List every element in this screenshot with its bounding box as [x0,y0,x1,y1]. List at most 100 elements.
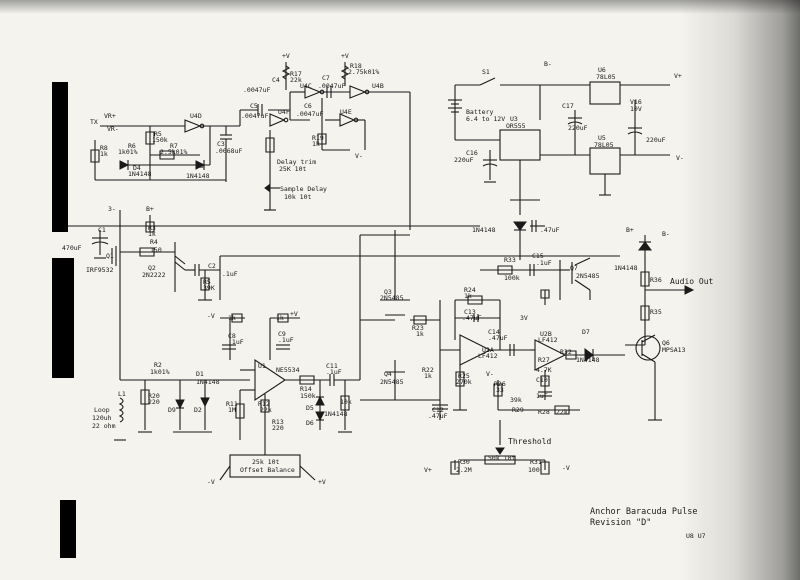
label-c8v: .1uF [228,338,244,346]
label-r18: R18 [350,62,362,70]
label-r14: R14 [300,385,312,393]
label-q3: Q3 [384,288,392,296]
label-d3v: 1N4148 [186,172,210,180]
output-stage [480,235,695,421]
label-vminus-u2: V- [486,370,494,378]
label-r4v: 150 [150,246,162,254]
label-r3: R3 [148,224,156,232]
label-battery: Battery [466,108,493,116]
label-c3: C3 [217,140,225,148]
label-r13: R13 [272,418,284,426]
label-c8: C8 [228,332,236,340]
label-c17v: 220uF [568,124,588,132]
label-r29v: 39k [510,396,522,404]
label-r12: R12 [258,400,270,408]
label-r29: R29 [512,406,524,414]
schematic-labels: VR+ TX VR- U4D C3 .0068uF C4 .0047uF C5 … [62,60,714,540]
label-r22v: 1k [424,372,432,380]
label-r5: R5 [154,130,162,138]
label-r13v: 220 [272,424,284,432]
label-v16v: 10V [630,105,642,113]
label-c12: C12 [432,406,444,414]
label-c14v: .47uF [488,334,508,342]
label-r6: R6 [128,142,136,150]
label-vminus-ps: V- [676,154,684,162]
delay-chain: +V +V [90,52,411,230]
label-r26v: 33 [496,386,504,394]
label-sample-delay-val: 10k 10t [284,193,311,201]
label-c18v: 220uF [646,136,666,144]
power-supply [448,77,670,260]
label-q1v: IRF9532 [86,266,113,274]
label-offset-pot: 25k 10t [252,458,279,466]
label-c5: C5 [250,102,258,110]
label-r33: R33 [504,256,516,264]
label-r24v: 1k [464,292,472,300]
label-u6v: 78L05 [596,73,616,81]
label-q4v: 2N5485 [380,378,404,386]
label-d6: D6 [306,419,314,427]
label-audio-out: Audio Out [670,277,714,286]
label-u5: U5 [598,134,606,142]
label-q3v: 2N5485 [380,294,404,302]
label-u3v: OR555 [506,122,526,130]
label-r33v: 100k [504,274,520,282]
label-c11: C11 [326,362,338,370]
label-r26: R26 [494,380,506,388]
label-r12v: 22k [260,406,272,414]
label-r15v: 10k [340,398,352,406]
label-c1v: 470uF [62,244,82,252]
driver-stage [60,210,620,380]
label-q2: Q2 [148,264,156,272]
label-c3v: .0068uF [215,147,242,155]
label-sample-delay: Sample Delay [280,185,327,193]
svg-text:+V: +V [341,52,349,60]
label-r17v: 22k [290,76,302,84]
label-r11: R11 [226,400,238,408]
label-u2b: U2B [540,330,552,338]
label-c9v: .1uF [278,336,294,344]
label-r10v: 1k [276,314,284,322]
label-c16: C16 [466,149,478,157]
label-loop-spec2: 22 ohm [92,422,116,430]
svg-text:+V: +V [282,52,290,60]
label-u4e: U4E [340,108,352,116]
label-c2v: .1uF [222,270,238,278]
label-r11v: 1M [228,406,236,414]
label-r25: R25 [458,372,470,380]
label-r35: R35 [650,308,662,316]
label-c1: C1 [98,226,106,234]
label-battery-v: 6.4 to 12V [466,115,505,123]
label-vplus-thresh: V+ [424,466,432,474]
label-d8: 1N4148 [614,264,638,272]
label-c13v: .47uF [462,314,482,322]
label-r18v: 2.75k01% [348,68,379,76]
label-r2v: 1k01% [150,368,170,376]
label-u6: U6 [598,66,606,74]
label-r19v: 1k [312,140,320,148]
label-c12v: .47uF [428,412,448,420]
label-q7v: 2N5485 [576,272,600,280]
label-r30v: 2.2M [456,466,472,474]
label-r50k: 50k 10t [488,454,515,462]
redaction-bar-bottom [60,500,76,558]
label-3minus: 3- [108,205,116,213]
label-v16: V16 [630,98,642,106]
label-r23v: 1k [416,330,424,338]
label-vr-minus: VR- [107,125,119,133]
label-r8v: 1k [100,150,108,158]
label-r5bv: 39K [203,284,215,292]
label-l1: L1 [118,390,126,398]
label-d1n: 1N4148 [472,226,496,234]
label-minusv-thresh: -V [562,464,570,472]
label-u4f: U4F [278,108,290,116]
label-u2bv: LF412 [538,336,558,344]
label-d1: D1 [196,370,204,378]
label-r24: R24 [464,286,476,294]
label-c5v: .0047uF [241,112,268,120]
label-c17: C17 [562,102,574,110]
label-c7v: .0047uF [318,82,345,90]
label-c4: C4 [272,76,280,84]
label-c14bv: .47uF [540,226,560,234]
